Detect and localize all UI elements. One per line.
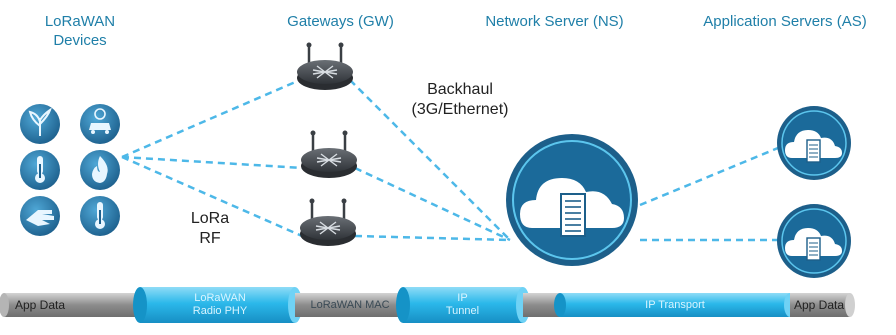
devices-header: LoRaWAN Devices	[30, 12, 130, 50]
hand-icon	[20, 196, 60, 236]
network-server-cloud-icon	[506, 134, 638, 266]
radio-phy-label-line2: Radio PHY	[192, 305, 248, 317]
backhaul-links	[349, 79, 511, 242]
ip-tunnel-label: IP Tunnel	[415, 292, 510, 318]
app-servers-header: Application Servers (AS)	[703, 13, 867, 30]
backhaul-label-line2: (3G/Ethernet)	[411, 101, 509, 118]
gateway-router-icon	[300, 198, 356, 246]
parking-car-icon	[80, 104, 120, 144]
gateway-router-icon	[297, 42, 353, 90]
lorawan-mac-label: LoRaWAN MAC	[310, 299, 390, 311]
gateway-router-icon	[301, 130, 357, 178]
ip-tunnel-label-line1: IP	[457, 292, 468, 304]
thermometer-icon	[80, 196, 120, 236]
devices-header-line1: LoRaWAN	[44, 13, 116, 30]
lora-rf-label: LoRa RF	[180, 209, 240, 249]
as-links	[639, 146, 779, 242]
app-server-cloud-icon	[777, 204, 851, 278]
radio-phy-label-line1: LoRaWAN	[194, 292, 246, 304]
network-server-header: Network Server (NS)	[485, 13, 624, 30]
protocol-stack	[0, 287, 855, 323]
devices-header-line2: Devices	[53, 32, 107, 49]
thermometer-icon	[20, 150, 60, 190]
ip-transport-label: IP Transport	[645, 299, 705, 311]
app-data-right-label: App Data	[793, 298, 845, 312]
backhaul-label: Backhaul (3G/Ethernet)	[390, 80, 530, 120]
devices-grid	[20, 104, 120, 236]
fire-icon	[80, 150, 120, 190]
app-data-left-label: App Data	[14, 298, 66, 312]
app-server-cloud-icon	[777, 106, 851, 180]
backhaul-label-line1: Backhaul	[427, 81, 493, 98]
lora-links	[121, 78, 304, 238]
ip-tunnel-label-line2: Tunnel	[445, 305, 480, 317]
lora-rf-label-line1: LoRa	[190, 210, 230, 227]
plant-icon	[20, 104, 60, 144]
lora-rf-label-line2: RF	[199, 230, 221, 247]
radio-phy-label: LoRaWAN Radio PHY	[165, 292, 275, 318]
gateways-header: Gateways (GW)	[287, 13, 394, 30]
